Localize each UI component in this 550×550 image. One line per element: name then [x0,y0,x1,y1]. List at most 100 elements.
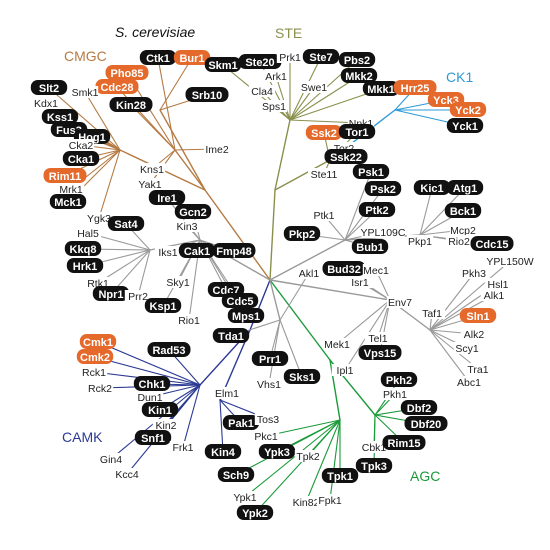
kinase-node-vps15: Vps15 [358,345,402,360]
kinase-label-bud32: Bud32 [327,264,361,276]
kinase-label-ste7: Ste7 [309,52,332,64]
kinase-node-ypl109c: YPL109C [361,226,406,239]
kinase-label-cdc15: Cdc15 [475,239,508,251]
kinase-label-bub1: Bub1 [356,242,384,254]
kinase-node-frk1: Frk1 [169,441,197,454]
branch-trunk [329,359,341,421]
label-backdrop [294,450,322,462]
kinase-node-kcc4: Kcc4 [113,468,141,481]
kinase-label-sch9: Sch9 [223,470,249,482]
kinase-pill-atg1 [446,180,484,195]
kinase-node-vhs1: Vhs1 [255,378,283,391]
branch-trunk [204,189,271,281]
kinase-node-swe1: Swe1 [300,81,327,94]
kinase-label-yck1: Yck1 [452,121,478,133]
kinase-label-pak1: Pak1 [228,418,254,430]
label-backdrop [136,391,164,403]
kinase-node-cdc5: Cdc5 [221,293,259,308]
kinase-label-npr1: Npr1 [98,289,123,301]
kinase-node-ypl150w: YPL150W [486,255,534,268]
label-backdrop [464,363,492,375]
kinase-label-cdc5: Cdc5 [227,296,254,308]
kinase-label-sks1: Sks1 [289,372,315,384]
label-backdrop [484,278,512,290]
kinase-node-pkh2: Pkh2 [380,372,418,387]
kinase-node-ypk2: Ypk2 [236,505,274,520]
kinase-pill-cmk2 [76,349,114,364]
label-backdrop [381,388,409,400]
kinase-node-gin4: Gin4 [97,453,125,466]
label-backdrop [67,139,95,151]
kinase-pill-kss1 [41,109,79,124]
kinase-node-kic1: Kic1 [413,180,451,195]
kinase-node-kin4: Kin4 [204,444,242,459]
kinase-node-scy1: Scy1 [453,342,481,355]
kinase-label-psk2: Psk2 [370,184,396,196]
group-label-agc: AGC [410,468,440,484]
kinase-pill-npr1 [92,286,130,301]
kinase-pill-srb10 [185,87,229,102]
kinase-pill-sks1 [283,369,321,384]
label-backdrop [262,70,290,82]
kinase-label-kin3: Kin3 [176,221,197,233]
kinase-node-fpk1: Fpk1 [316,494,344,507]
kinase-node-skm1: Skm1 [204,57,242,72]
kinase-node-pkh3: Pkh3 [460,267,488,280]
label-backdrop [152,419,180,431]
kinase-pill-chk1 [133,376,171,391]
kinase-label-tel1: Tel1 [368,333,387,345]
kinase-node-sat4: Sat4 [107,216,145,231]
kinase-node-hal5: Hal5 [74,227,102,240]
kinase-node-kdx1: Kdx1 [32,97,60,110]
kinase-node-alk1: Alk1 [480,289,508,302]
kinase-label-mck1: Mck1 [54,197,82,209]
kinase-label-pkh2: Pkh2 [386,375,412,387]
kinase-node-dbf2: Dbf2 [400,400,438,415]
kinase-node-tpk3: Tpk3 [355,458,393,473]
kinase-label-sky1: Sky1 [166,277,190,289]
kinase-label-ssk22: Ssk22 [330,152,362,164]
kinase-node-cdc28: Cdc28 [95,79,139,94]
branch-leaf [159,57,193,111]
kinase-node-mrk1: Mrk1 [57,183,85,196]
kinase-node-ssk2: Ssk2 [305,125,343,140]
kinase-node-rck1: Rck1 [80,366,108,379]
kinase-pill-sln1 [459,308,497,323]
kinase-pill-pbs2 [338,52,376,67]
kinase-label-ime2: Ime2 [205,144,229,156]
kinase-label-bck1: Bck1 [450,206,476,218]
branch-leaf [429,329,470,383]
kinase-pill-kic1 [413,180,451,195]
kinase-label-fmp48: Fmp48 [216,246,251,258]
kinase-node-ssk22: Ssk22 [324,149,368,164]
label-backdrop [453,342,481,354]
kinase-node-abc1: Abc1 [455,376,483,389]
kinase-label-ypk1: Ypk1 [233,492,256,504]
kinase-label-tor1: Tor1 [345,127,368,139]
kinase-pill-kin4 [204,444,242,459]
label-backdrop [248,85,276,97]
kinase-node-ygk3: Ygk3 [85,212,113,225]
kinase-label-mkk2: Mkk2 [345,71,373,83]
kinase-node-ptk2: Ptk2 [358,202,396,217]
kinase-label-gcn2: Gcn2 [179,207,207,219]
kinase-node-ksp1: Ksp1 [144,298,182,313]
kinase-label-dbf20: Dbf20 [411,419,442,431]
branch-trunk [274,159,331,191]
label-backdrop [260,100,288,112]
kinase-pill-vps15 [358,345,402,360]
kinase-label-kin82: Kin82 [293,497,320,509]
kinase-pill-pho85 [105,65,149,80]
kinase-label-pkh3: Pkh3 [462,268,486,280]
kinase-node-ypk1: Ypk1 [231,491,259,504]
kinase-label-alk2: Alk2 [464,329,485,341]
label-backdrop [169,441,197,453]
kinase-node-cla4: Cla4 [248,85,276,98]
kinase-node-ste11: Ste11 [308,168,340,181]
branch-leaf [84,91,121,151]
kinase-label-rad53: Rad53 [152,345,185,357]
kinase-label-ygk3: Ygk3 [87,213,111,225]
label-backdrop [449,224,477,236]
